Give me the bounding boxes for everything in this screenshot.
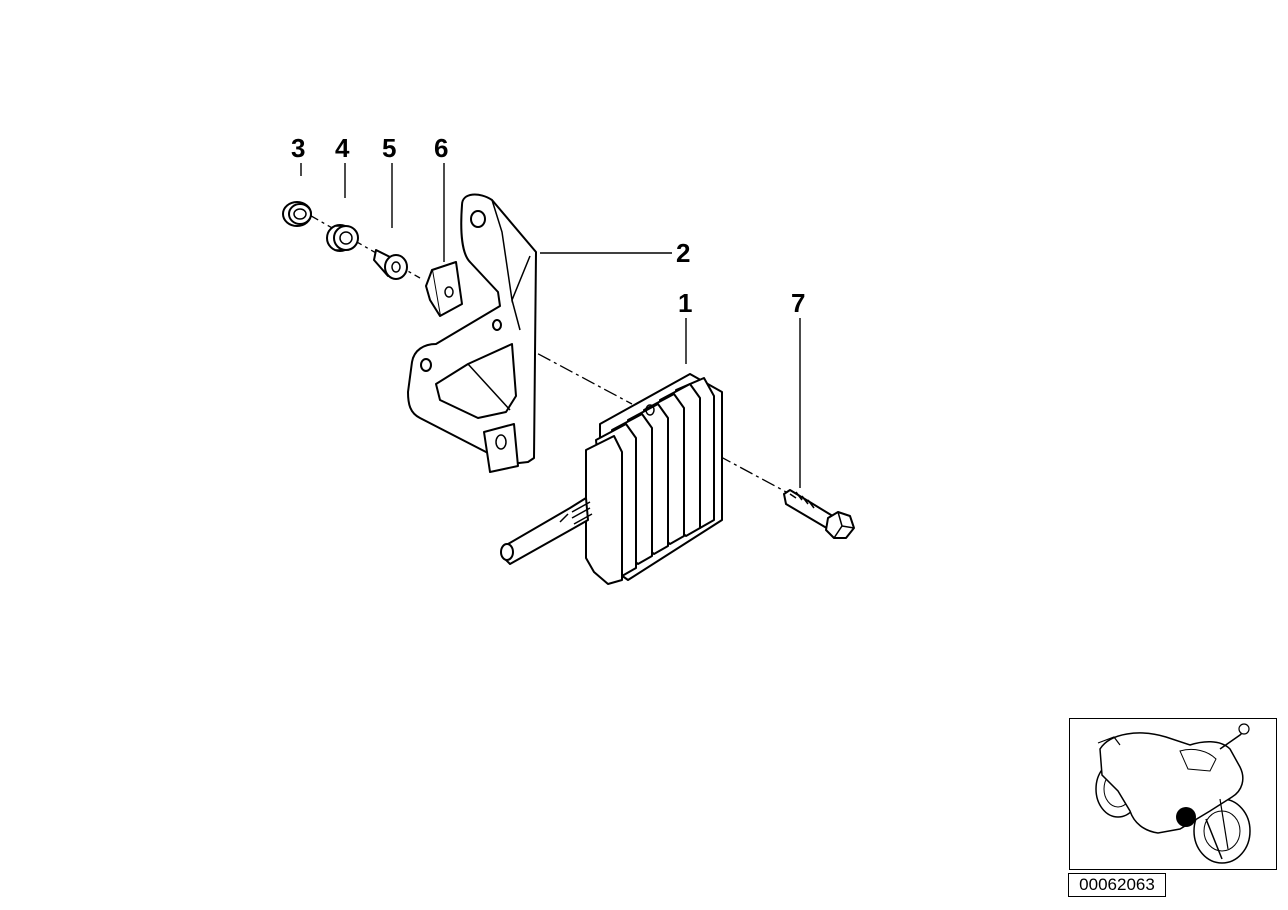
callout-2[interactable]: 2: [676, 238, 690, 268]
part-6-speed-nut[interactable]: [425, 261, 463, 317]
diagram-reference-code: 00062063: [1068, 873, 1166, 897]
callout-3[interactable]: 3: [291, 133, 305, 163]
part-5-spacer-sleeve[interactable]: [373, 249, 408, 280]
part-3-grommet[interactable]: [282, 201, 312, 227]
part-4-rubber-grommet[interactable]: [326, 224, 359, 252]
callout-4[interactable]: 4: [335, 133, 350, 163]
motorcycle-location-icon: [1095, 723, 1251, 864]
callout-7[interactable]: 7: [791, 288, 805, 318]
part-2-bracket[interactable]: [407, 193, 537, 473]
callout-5[interactable]: 5: [382, 133, 396, 163]
callout-6[interactable]: 6: [434, 133, 448, 163]
location-thumbnail[interactable]: [1069, 718, 1277, 870]
location-marker: [1176, 807, 1196, 827]
part-1-voltage-regulator[interactable]: [500, 373, 723, 585]
callout-1[interactable]: 1: [678, 288, 692, 318]
leader-lines: [300, 163, 801, 488]
part-7-hex-bolt[interactable]: [783, 489, 855, 539]
